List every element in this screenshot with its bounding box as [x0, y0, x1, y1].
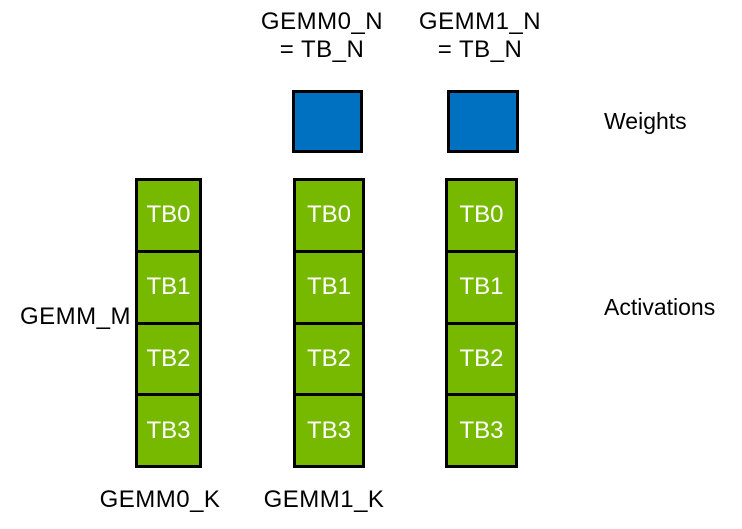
weights-block-gemm0 [292, 90, 363, 153]
label-gemm1-n-line2: = TB_N [437, 36, 523, 63]
weights-block-gemm1 [447, 90, 519, 153]
activation-column-0: TB0 TB1 TB2 TB3 [135, 178, 202, 468]
tb-cell: TB3 [296, 393, 362, 465]
tb-cell: TB1 [296, 249, 362, 322]
gemm-m-label: GEMM_M [20, 303, 131, 330]
label-gemm0-n-line2: = TB_N [279, 36, 365, 63]
activation-column-1: TB0 TB1 TB2 TB3 [293, 178, 365, 468]
tb-cell: TB3 [448, 393, 515, 465]
tb-cell: TB3 [138, 393, 199, 465]
label-gemm1-n: GEMM1_N = TB_N [405, 8, 555, 64]
label-gemm0-k: GEMM0_K [99, 486, 221, 513]
label-gemm0-n: GEMM0_N = TB_N [247, 8, 397, 64]
tb-cell: TB1 [448, 249, 515, 322]
tb-cell: TB2 [448, 321, 515, 394]
tb-cell: TB0 [138, 181, 199, 250]
activations-label: Activations [604, 294, 716, 320]
tb-cell: TB0 [448, 181, 515, 250]
activation-column-2: TB0 TB1 TB2 TB3 [445, 178, 518, 468]
label-gemm1-n-line1: GEMM1_N [418, 8, 542, 35]
label-gemm0-n-line1: GEMM0_N [260, 8, 384, 35]
tb-cell: TB1 [138, 249, 199, 322]
label-gemm1-k: GEMM1_K [263, 486, 385, 513]
tb-cell: TB2 [296, 321, 362, 394]
tb-cell: TB0 [296, 181, 362, 250]
tb-cell: TB2 [138, 321, 199, 394]
weights-label: Weights [604, 108, 687, 134]
